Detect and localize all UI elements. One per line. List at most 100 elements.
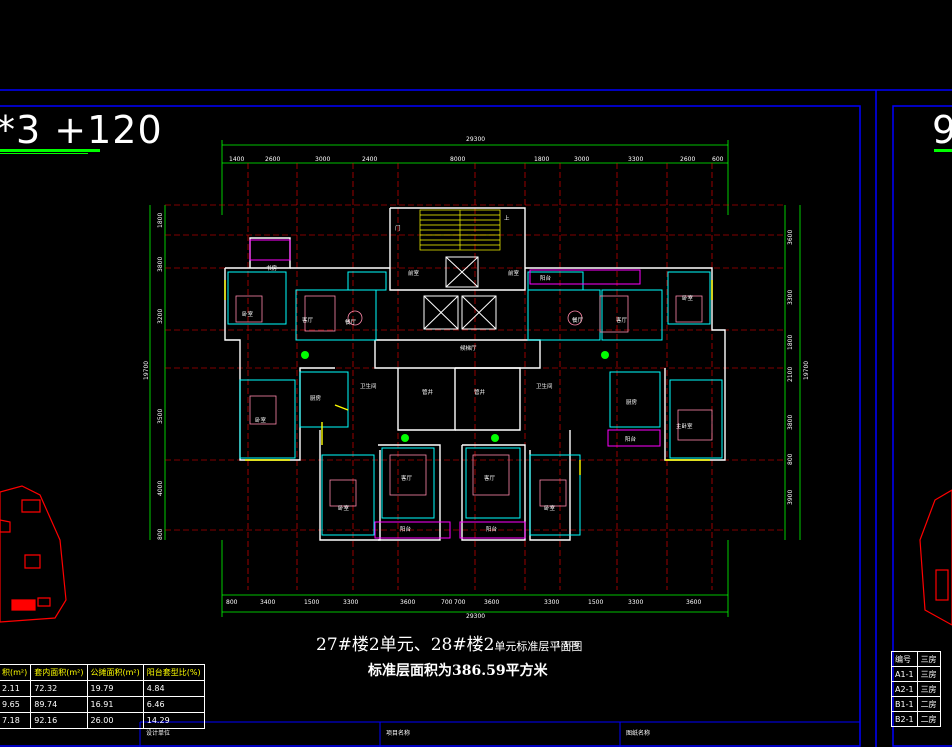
- room-label: 阳台: [540, 274, 552, 282]
- dim-bottom-seg: 3300: [343, 599, 358, 606]
- table-row: A1-1 三房: [891, 666, 941, 682]
- table-cell: 二房: [916, 711, 941, 727]
- room-label: 前室: [408, 269, 420, 277]
- dim-top-seg: 3000: [574, 156, 589, 163]
- area-note: 标准层面积为386.59平方米: [368, 663, 548, 679]
- balconies: [249, 239, 661, 539]
- area-table-right: 编号 三房 A1-1 三房 A2-1 三房 B1-1 二房 B2-1 二房: [891, 651, 941, 727]
- plan-title-main: 27#楼2单元、28#楼2: [316, 635, 495, 655]
- table-cell: B1-1: [891, 696, 918, 712]
- dim-right-seg: 3900: [787, 490, 794, 505]
- room-label: 卫生间: [536, 382, 553, 390]
- header-label-left: *3 +120: [0, 108, 163, 152]
- dimension-right: [784, 205, 801, 540]
- title-block-right: 图纸名称: [626, 729, 650, 737]
- drawing-frame-right: [892, 105, 952, 747]
- dim-bottom-seg: 1500: [588, 599, 603, 606]
- dim-top-seg: 3300: [628, 156, 643, 163]
- dim-left-total: 19700: [143, 361, 150, 380]
- room-label: 卧室: [544, 504, 556, 512]
- table-header-cell: 编号: [891, 651, 918, 667]
- table-row: 9.65 89.74 16.91 6.46: [0, 696, 205, 713]
- stair: [419, 209, 501, 251]
- site-plan-right: [919, 489, 952, 626]
- header-label-right: 9: [932, 108, 952, 152]
- header-underline: [0, 149, 100, 152]
- room-label: 管井: [474, 388, 486, 396]
- room-label: 厨房: [310, 394, 322, 402]
- dim-bottom-seg: 3400: [260, 599, 275, 606]
- dim-bottom-seg: 3300: [544, 599, 559, 606]
- furniture: [235, 295, 713, 507]
- dimension-left: [149, 205, 166, 540]
- dim-right-seg: 800: [787, 453, 794, 465]
- dim-top-seg: 1400: [229, 156, 244, 163]
- plan-scale: 1:100: [556, 640, 580, 649]
- table-cell: 14.29: [142, 712, 205, 729]
- dim-top-seg: 8000: [450, 156, 465, 163]
- title-block-project: 项目名称: [386, 729, 410, 737]
- dim-bottom-seg: 3600: [686, 599, 701, 606]
- room-label: 管井: [422, 388, 434, 396]
- windows: [224, 280, 713, 475]
- dimension-text: 29300 1400 2600 3000 2400 8000 1800 3000…: [143, 136, 810, 620]
- section-markers: [301, 351, 609, 442]
- table-cell: 2.11: [0, 680, 32, 697]
- table-header-cell: 套内面积(m²): [30, 664, 88, 681]
- room-label: 候梯厅: [460, 344, 477, 352]
- table-cell: A2-1: [891, 681, 918, 697]
- dim-right-seg: 3600: [787, 230, 794, 245]
- table-cell: 72.32: [30, 680, 88, 697]
- table-header-cell: 积(m²): [0, 664, 32, 681]
- table-row: B1-1 二房: [891, 696, 941, 712]
- dim-bottom-seg: 3600: [400, 599, 415, 606]
- room-label: 上: [504, 214, 510, 222]
- dim-left-seg: 800: [157, 528, 164, 540]
- dim-top-total: 29300: [466, 136, 485, 143]
- table-cell: 三房: [916, 666, 941, 682]
- room-label: 卧室: [682, 294, 694, 302]
- room-label: 客厅: [616, 316, 628, 324]
- table-header-cell: 公摊面积(m²): [86, 664, 144, 681]
- dim-right-seg: 3800: [787, 415, 794, 430]
- plan-title-suffix: 单元标准层平面图: [494, 640, 583, 653]
- table-row: A2-1 三房: [891, 681, 941, 697]
- title-block-company: 设计单位: [146, 729, 170, 737]
- dim-bottom-seg: 3600: [484, 599, 499, 606]
- dim-top-seg: 1800: [534, 156, 549, 163]
- axis-grid: [165, 163, 785, 590]
- room-label: 餐厅: [572, 316, 584, 324]
- table-header-row: 编号 三房: [891, 651, 941, 667]
- room-label: 客厅: [401, 474, 413, 482]
- dim-left-seg: 3800: [157, 257, 164, 272]
- table-header-row: 积(m²) 套内面积(m²) 公摊面积(m²) 阳台套型比(%): [0, 664, 205, 681]
- room-label: 卫生间: [360, 382, 377, 390]
- table-cell: 16.91: [86, 696, 144, 713]
- room-label: 阳台: [486, 525, 498, 533]
- dim-left-seg: 1800: [157, 213, 164, 228]
- table-cell: 92.16: [30, 712, 88, 729]
- table-row: 2.11 72.32 19.79 4.84: [0, 680, 205, 697]
- room-label: 阳台: [625, 435, 637, 443]
- dim-left-seg: 3200: [157, 309, 164, 324]
- table-cell: 二房: [916, 696, 941, 712]
- table-row: B2-1 二房: [891, 711, 941, 727]
- room-label: 厨房: [626, 398, 638, 406]
- dim-right-seg: 1800: [787, 335, 794, 350]
- dim-bottom-seg: 700: [441, 599, 453, 606]
- inner-walls: [227, 271, 723, 536]
- room-label: 餐厅: [345, 318, 357, 326]
- room-label: 门: [395, 224, 401, 232]
- table-header-cell: 三房: [916, 651, 941, 667]
- dim-top-seg: 2400: [362, 156, 377, 163]
- room-label: 前室: [508, 269, 520, 277]
- dim-right-seg: 3300: [787, 290, 794, 305]
- dim-bottom-seg: 1500: [304, 599, 319, 606]
- room-label: 客厅: [302, 316, 314, 324]
- room-label: 客厅: [484, 474, 496, 482]
- room-labels: 客厅 餐厅 卧室 卧室 卧室 客厅 客厅 卧室 客厅 餐厅 卧室 主卧室 候梯厅…: [242, 214, 694, 533]
- dim-right-seg: 2100: [787, 367, 794, 382]
- elevators: [423, 256, 497, 330]
- table-cell: 6.46: [142, 696, 205, 713]
- dim-bottom-total: 29300: [466, 613, 485, 620]
